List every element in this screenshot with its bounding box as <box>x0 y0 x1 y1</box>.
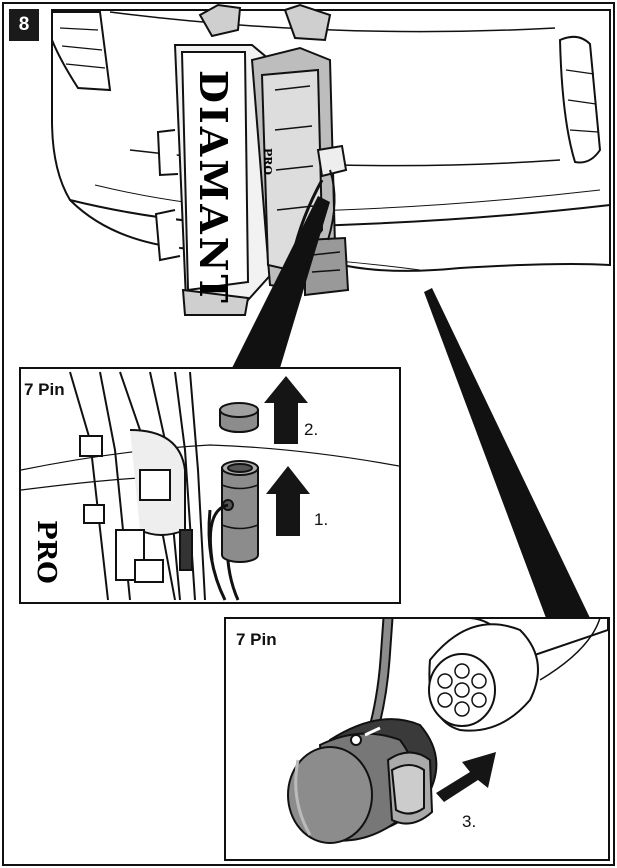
arrow-plug-3 <box>436 752 496 802</box>
inset-bottom-title: 7 Pin <box>236 630 277 649</box>
step-1-label: 1. <box>314 510 329 529</box>
step-3-label: 3. <box>462 812 477 831</box>
inset-top-drawing <box>19 367 401 604</box>
inset-top-title: 7 Pin <box>24 380 65 399</box>
trailer-socket <box>208 460 259 563</box>
plug-pins <box>437 663 487 717</box>
inset-bottom-drawing <box>224 617 610 861</box>
zoom-wedge-top <box>232 196 330 368</box>
step-2-label: 2. <box>304 420 319 439</box>
step-number-badge: 8 <box>9 9 39 41</box>
arrow-up-2 <box>264 376 308 444</box>
brand-diamant: DIAMANT <box>191 70 236 306</box>
socket-cap <box>219 402 259 433</box>
brand-pro-badge: PRO <box>261 148 274 175</box>
inset-top-side-text: PRO <box>31 520 61 584</box>
zoom-wedge-bottom <box>424 288 590 618</box>
arrow-up-1 <box>266 466 310 536</box>
